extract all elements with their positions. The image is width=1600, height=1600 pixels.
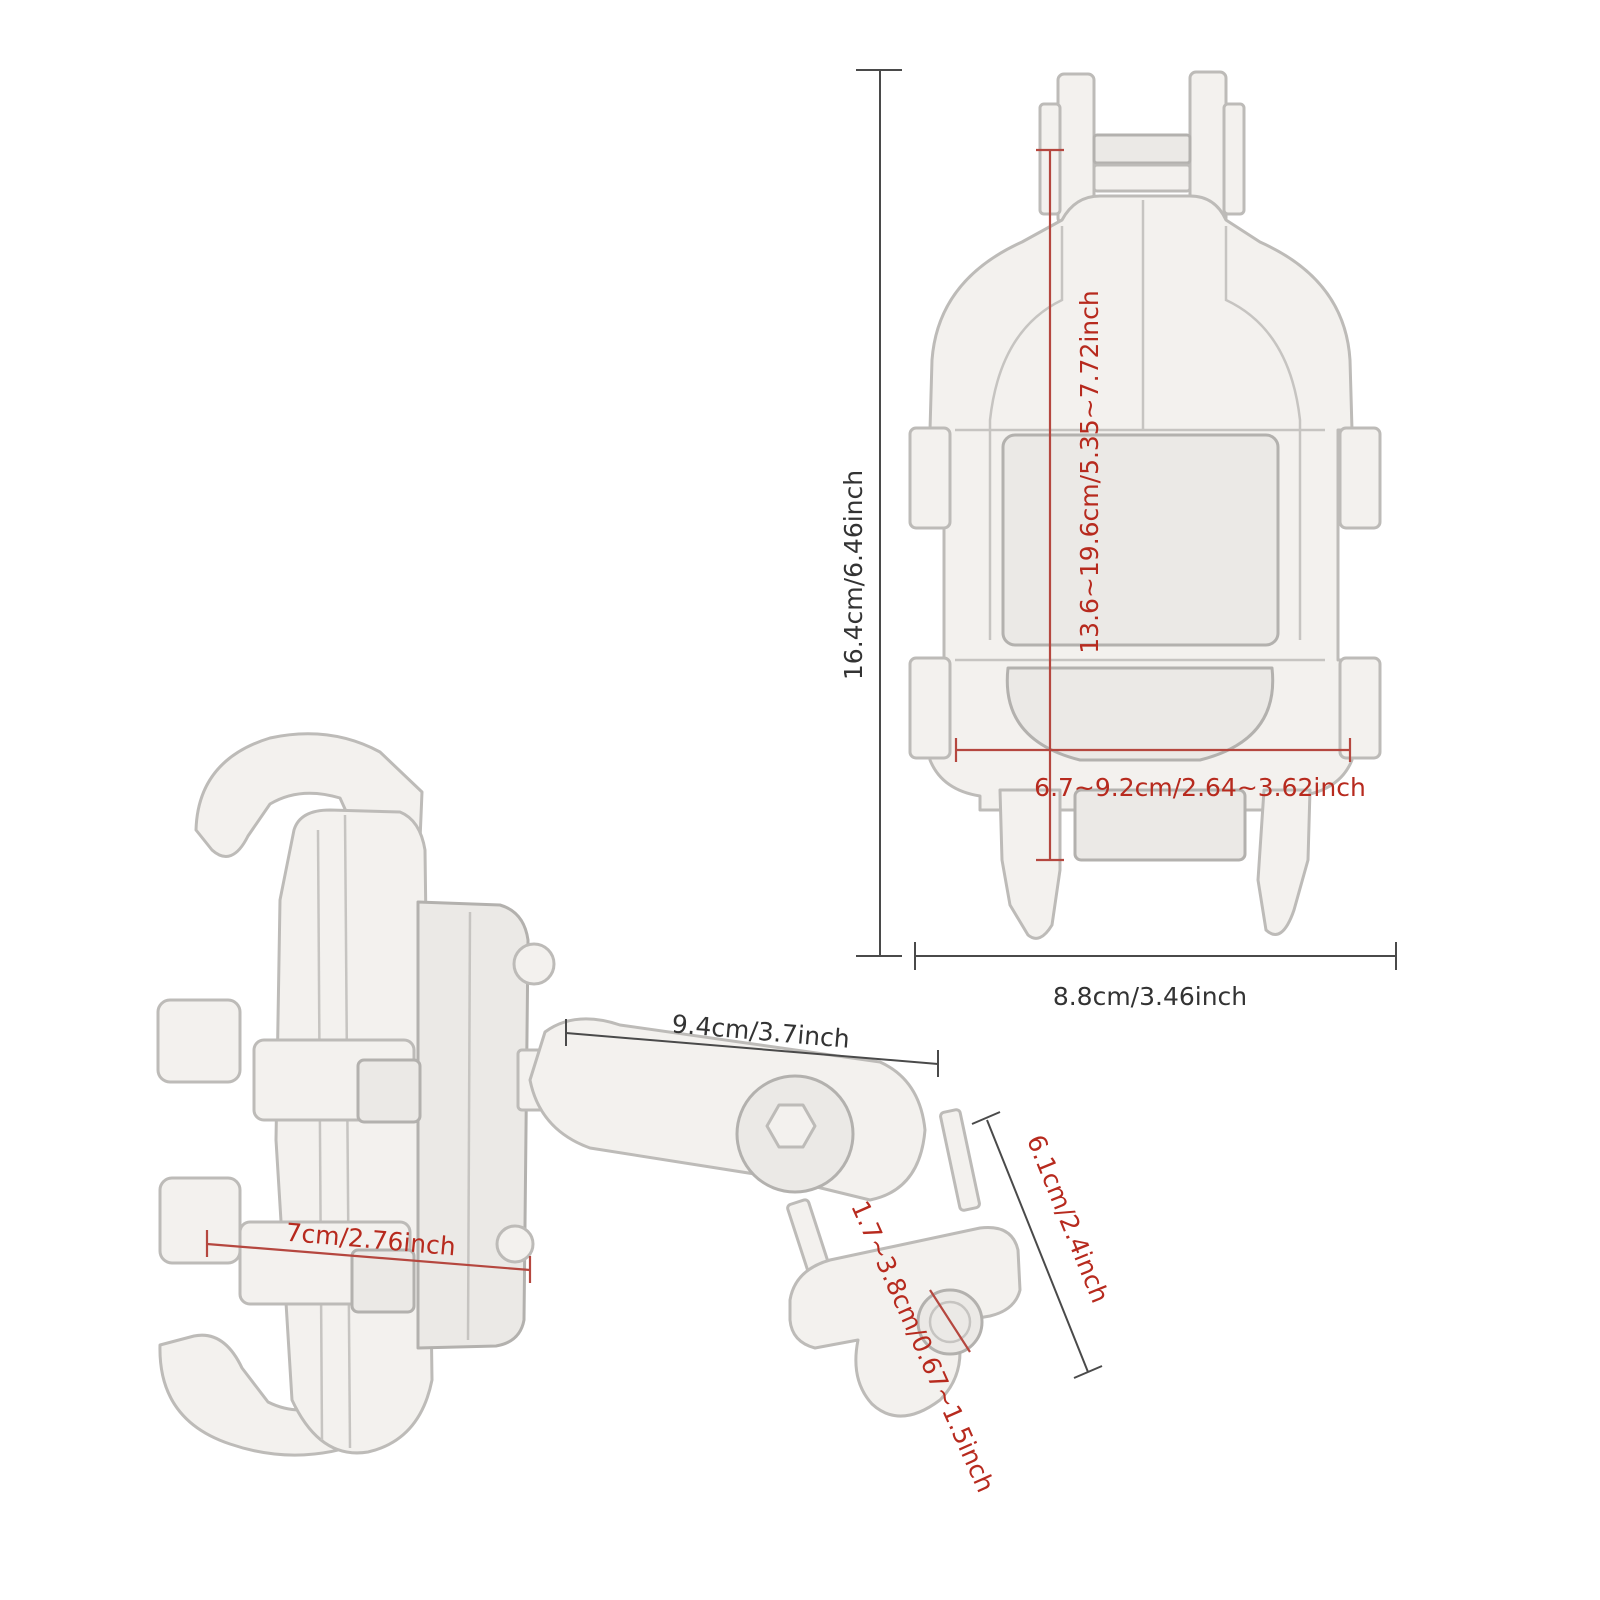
bar-clamp — [788, 1225, 1022, 1418]
back-plate — [416, 900, 530, 1350]
upper-finger-tab — [156, 998, 242, 1084]
front-view-holder — [908, 70, 1382, 940]
clamp-height-label: 13.6~19.6cm/5.35~7.72inch — [1075, 290, 1104, 653]
lower-finger-tab — [158, 1176, 242, 1265]
clamp-bolt-right — [939, 1108, 981, 1212]
bar-diameter-line — [929, 1289, 971, 1353]
overall-width-label: 8.8cm/3.46inch — [1053, 982, 1247, 1011]
holder-depth-line — [206, 1242, 531, 1272]
right-upper-tab — [1338, 426, 1382, 530]
dimension-lines — [205, 69, 1397, 1379]
clamp-width-label: 6.7~9.2cm/2.64~3.62inch — [1034, 773, 1366, 802]
clamp-height-side-label: 6.1cm/2.4inch — [1021, 1131, 1115, 1307]
clamp-height-side-line — [986, 1119, 1089, 1373]
holder-side-body — [274, 808, 434, 1455]
right-lower-tab — [1338, 656, 1382, 760]
lower-pad — [1005, 666, 1275, 762]
top-ball — [512, 942, 556, 986]
bottom-left-grip-arm — [998, 788, 1062, 940]
overall-height-label: 16.4cm/6.46inch — [839, 470, 868, 680]
left-upper-tab — [908, 426, 952, 530]
side-view-mount — [156, 732, 1022, 1457]
arm-length-line — [565, 1032, 939, 1065]
left-lower-tab — [908, 656, 952, 760]
center-pad — [1001, 433, 1280, 647]
bottom-base-block — [1073, 788, 1247, 862]
hex-bolt-icon — [765, 1103, 817, 1149]
bottom-right-grip-arm — [1256, 788, 1312, 936]
